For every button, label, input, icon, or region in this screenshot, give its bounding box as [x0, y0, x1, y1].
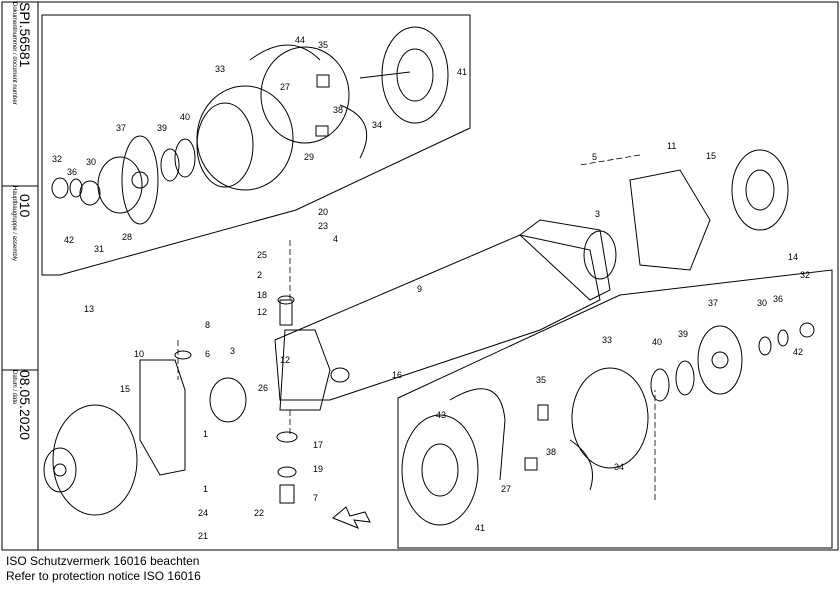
part-label: 28: [122, 232, 132, 242]
part-label: 18: [257, 290, 267, 300]
part-number-labels: 44 35 33 27 41 38 37 39 40 34 32 36 30 2…: [52, 35, 803, 541]
part-label: 6: [205, 349, 210, 359]
svg-text:15: 15: [120, 384, 130, 394]
inset-box-top: [41, 14, 471, 276]
document-number-cell: SPI.56581 Dokumentnummer / document numb…: [2, 2, 36, 186]
part-label: 33: [215, 64, 225, 74]
svg-text:3: 3: [230, 346, 235, 356]
part-label: 42: [793, 347, 803, 357]
main-group-cell: 010 Hauptbaugruppe / assembly: [2, 186, 36, 370]
part-label: 17: [313, 440, 323, 450]
part-label: 36: [67, 167, 77, 177]
part-label: 1: [203, 429, 208, 439]
part-label: 16: [392, 370, 402, 380]
part-label: 9: [417, 284, 422, 294]
part-label: 5: [592, 152, 597, 162]
part-label: 30: [86, 157, 96, 167]
part-label: 24: [198, 508, 208, 518]
part-label: 7: [313, 493, 318, 503]
svg-text:41: 41: [475, 523, 485, 533]
svg-text:36: 36: [773, 294, 783, 304]
part-label: 41: [457, 67, 467, 77]
svg-text:38: 38: [546, 447, 556, 457]
protection-notice-de: ISO Schutzvermerk 16016 beachten: [6, 554, 200, 568]
part-label: 10: [134, 349, 144, 359]
part-label: 39: [678, 329, 688, 339]
part-number-labels-extra: 33 35 37 30 36 32 38 34 27 41 15 12 3 1: [120, 270, 810, 533]
part-label: 21: [198, 531, 208, 541]
svg-text:34: 34: [614, 462, 624, 472]
svg-text:32: 32: [800, 270, 810, 280]
part-label: 35: [318, 40, 328, 50]
part-label: 26: [258, 383, 268, 393]
part-label: 2: [257, 270, 262, 280]
inset-box-bottom: [397, 269, 833, 549]
part-label: 38: [333, 105, 343, 115]
svg-text:37: 37: [708, 298, 718, 308]
part-label: 23: [318, 221, 328, 231]
part-label: 3: [595, 209, 600, 219]
axle-beam: [274, 149, 789, 411]
hub-assembly-bottom: [401, 322, 815, 526]
part-label: 22: [254, 508, 264, 518]
part-label: 8: [205, 320, 210, 330]
part-label: 40: [180, 112, 190, 122]
protection-notice-en: Refer to protection notice ISO 16016: [6, 569, 201, 583]
date: 08.05.2020: [17, 370, 33, 441]
part-label: 40: [652, 337, 662, 347]
part-label: 19: [313, 464, 323, 474]
part-label: 27: [280, 82, 290, 92]
document-number: SPI.56581: [17, 2, 33, 68]
date-caption: Datum / date: [11, 370, 18, 405]
part-label: 11: [667, 141, 676, 151]
part-label: 15: [706, 151, 716, 161]
svg-text:35: 35: [536, 375, 546, 385]
part-label: 20: [318, 207, 328, 217]
part-label: 13: [84, 304, 94, 314]
hub-assembly-top: [51, 26, 449, 225]
svg-text:27: 27: [501, 484, 511, 494]
svg-text:1: 1: [203, 484, 208, 494]
svg-text:33: 33: [602, 335, 612, 345]
part-label: 12: [257, 307, 267, 317]
svg-text:12: 12: [280, 355, 290, 365]
part-label: 42: [64, 235, 74, 245]
part-label: 37: [116, 123, 126, 133]
main-group: 010: [17, 194, 33, 218]
document-number-caption: Dokumentnummer / document number: [11, 2, 18, 105]
part-label: 4: [333, 234, 338, 244]
steering-knuckle-left: [43, 295, 298, 516]
part-label: 43: [436, 410, 446, 420]
direction-arrow: [332, 506, 371, 529]
part-label: 44: [295, 35, 305, 45]
part-label: 29: [304, 152, 314, 162]
part-label: 32: [52, 154, 62, 164]
svg-text:30: 30: [757, 298, 767, 308]
part-label: 31: [94, 244, 104, 254]
part-label: 39: [157, 123, 167, 133]
part-label: 14: [788, 252, 798, 262]
main-group-caption: Hauptbaugruppe / assembly: [11, 186, 18, 262]
date-cell: 08.05.2020 Datum / date: [2, 370, 36, 550]
part-label: 34: [372, 120, 382, 130]
part-label: 25: [257, 250, 267, 260]
